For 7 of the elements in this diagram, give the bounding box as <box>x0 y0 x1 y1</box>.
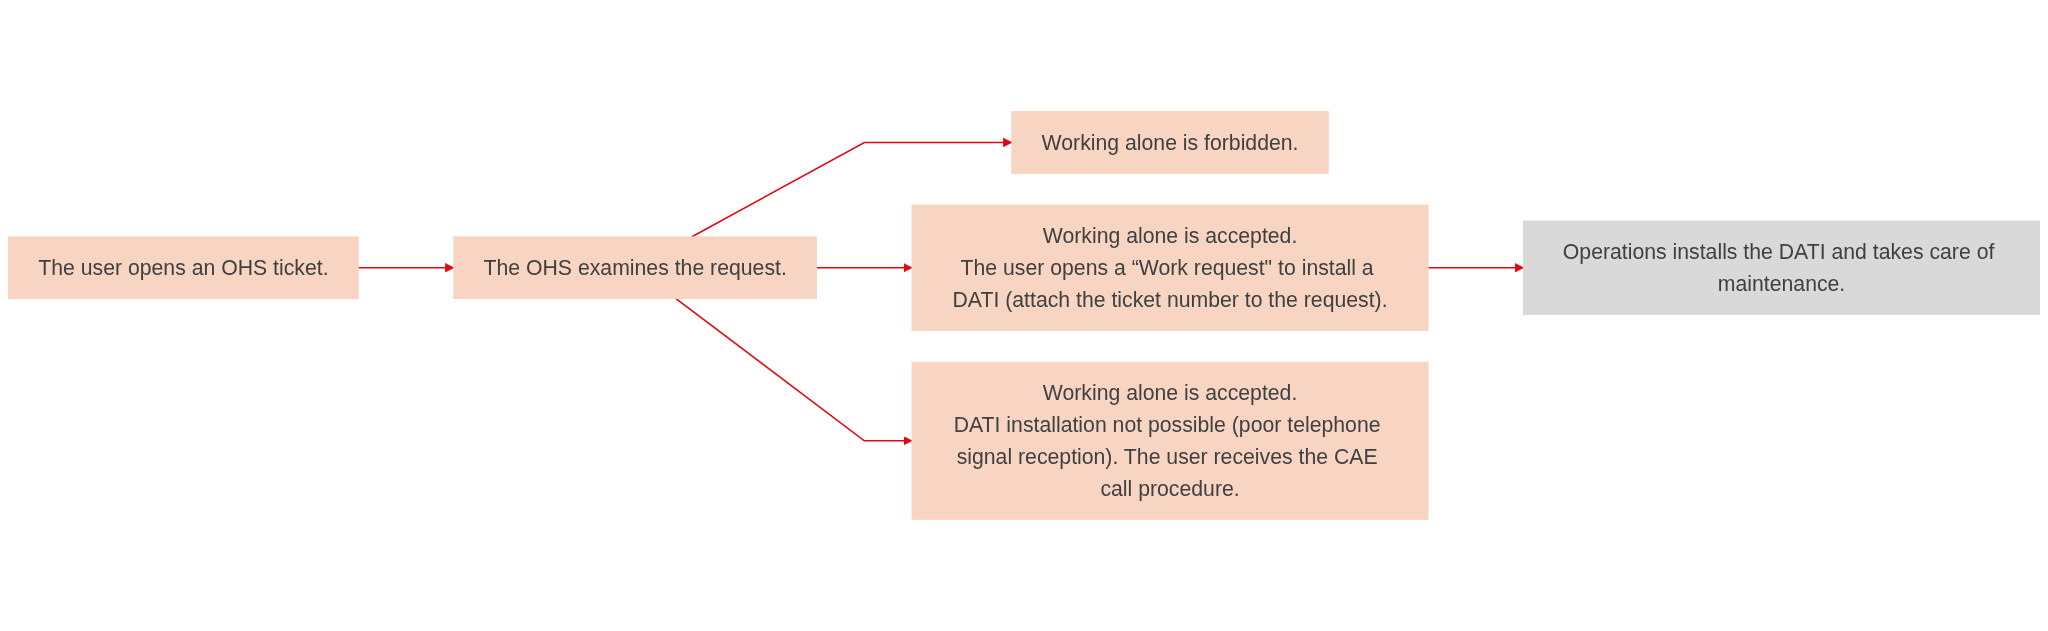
node-box: Operations installs the DATI and takes care of maintenance. <box>1523 220 2041 315</box>
node-box: Working alone is forbidden. <box>1011 111 1329 174</box>
node-box: Working alone is accepted. DATI installation not possible (poor telephone signal reception). The user receives the CAE call procedure. <box>911 361 1429 520</box>
node-box: The user opens an OHS ticket. <box>7 236 359 300</box>
node-box: The OHS examines the request. <box>453 236 818 300</box>
arrow <box>675 297 913 446</box>
node-box: Working alone is accepted. The user opens a “Work request" to install a DATI (attach the ticket number to the request). <box>911 204 1429 331</box>
